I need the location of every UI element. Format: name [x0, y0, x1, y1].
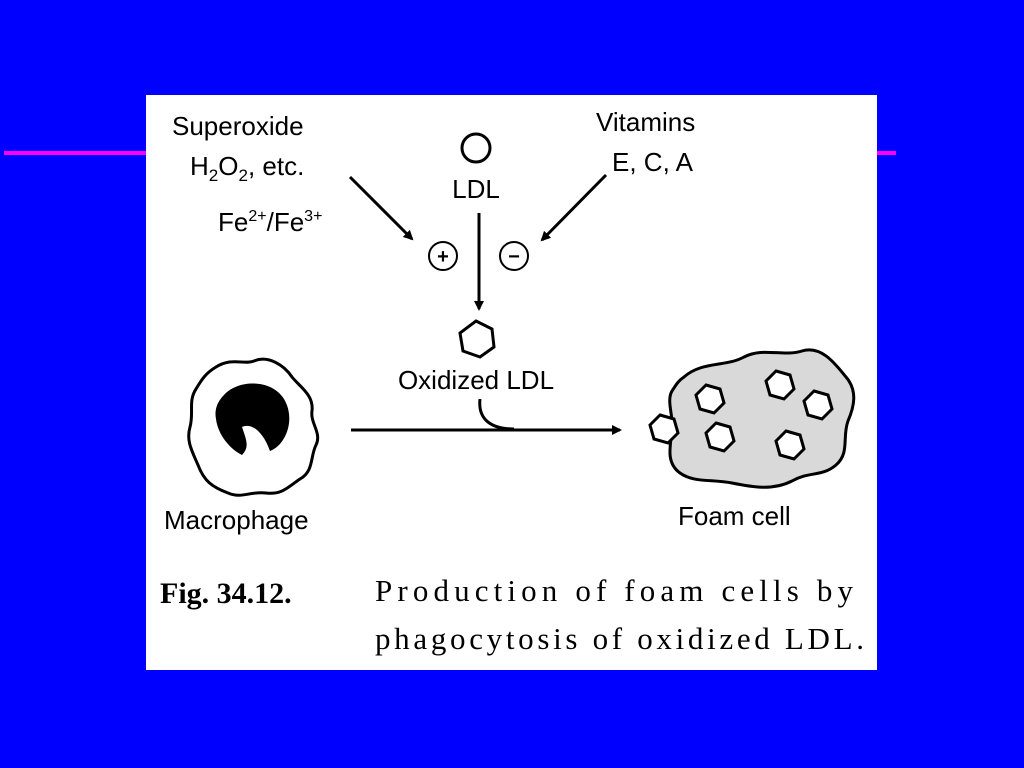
- oxidized-ldl-label: Oxidized LDL: [398, 365, 554, 395]
- macrophage-label: Macrophage: [164, 505, 309, 535]
- oxidants-label-line2: H2O2, etc.: [190, 151, 304, 185]
- vitamin-arrow: [540, 173, 608, 242]
- lipid-droplet-icon: [764, 369, 796, 401]
- diagram-svg: Superoxide H2O2, etc. Fe2+/Fe3+ Vitamins…: [160, 107, 864, 656]
- foam-cell-label: Foam cell: [678, 501, 791, 531]
- minus-sign-icon: [499, 241, 529, 271]
- vitamins-label-line2: E, C, A: [612, 147, 694, 177]
- foam-cell-lipid-droplets: [648, 369, 834, 461]
- vitamins-label-line1: Vitamins: [596, 107, 695, 137]
- caption-line1: Production of foam cells by: [375, 573, 854, 608]
- oxidized-ldl-particle-icon: [458, 319, 496, 359]
- oxidants-label-line1: Superoxide: [172, 111, 304, 141]
- iron-label: Fe2+/Fe3+: [218, 207, 322, 237]
- lipid-droplet-icon: [774, 429, 806, 461]
- lipid-droplet-icon: [802, 389, 834, 421]
- caption-line2: phagocytosis of oxidized LDL.: [375, 621, 864, 656]
- figure-panel: Superoxide H2O2, etc. Fe2+/Fe3+ Vitamins…: [146, 95, 877, 670]
- uptake-hook: [478, 398, 515, 431]
- figure-number: Fig. 34.12.: [160, 577, 292, 610]
- oxidant-arrow: [348, 175, 414, 241]
- lipid-droplet-icon: [694, 383, 726, 415]
- foam-cell-icon: [668, 348, 856, 489]
- lipid-droplet-icon: [704, 421, 736, 453]
- macrophage-nucleus-icon: [215, 383, 290, 455]
- ldl-particle-icon: [460, 132, 492, 164]
- lipid-droplet-icon: [648, 413, 680, 445]
- minus-sign: −: [508, 246, 520, 268]
- plus-sign-icon: [428, 241, 458, 271]
- plus-sign: +: [437, 246, 449, 268]
- ldl-label: LDL: [452, 174, 500, 204]
